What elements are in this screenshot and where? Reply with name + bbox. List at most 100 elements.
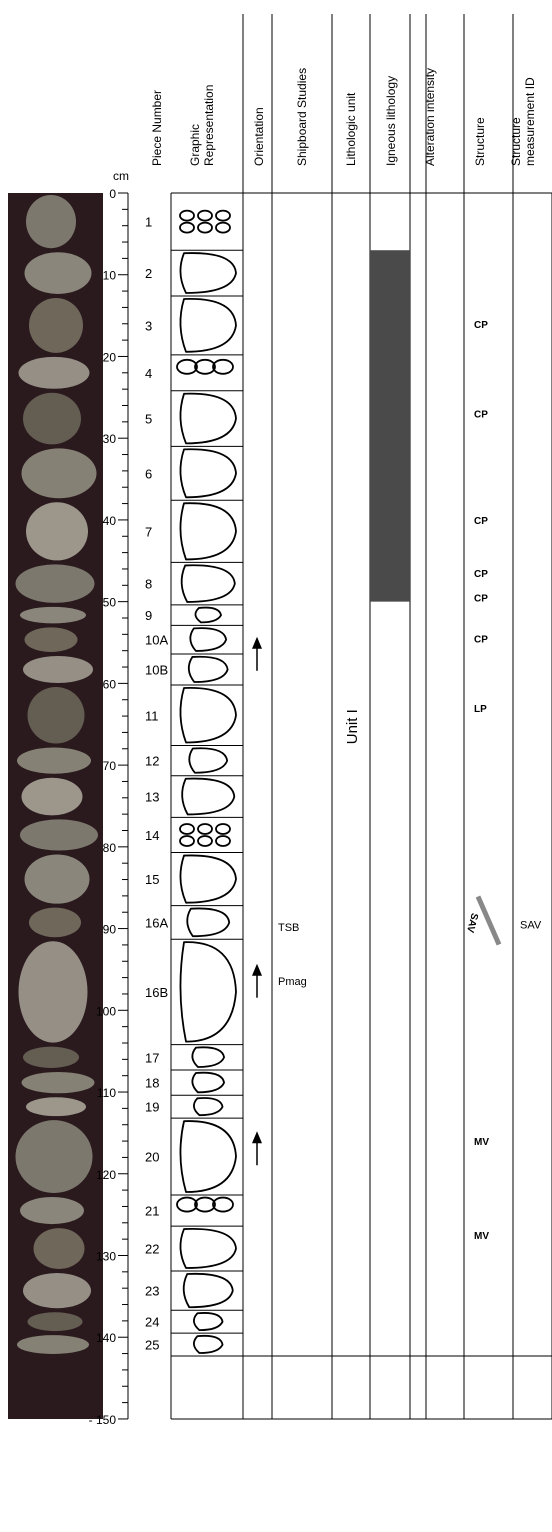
orientation-arrows [252,637,262,1165]
depth-unit-label: cm [113,169,129,183]
axis-tick-label: 110 [97,1086,116,1100]
structure-measurement-bar [478,896,499,944]
piece-label: 10B [145,662,168,677]
piece-label: 3 [145,318,152,333]
structure-label: CP [474,516,488,527]
axis-tick-label: 120 [96,1168,116,1182]
piece-outline [182,565,235,602]
piece-label: 8 [145,577,152,592]
piece-outline [180,253,236,293]
header-alteration: Alteration intensity [423,68,437,166]
piece-label: 20 [145,1150,159,1165]
header-piece-number: Piece Number [150,90,164,166]
piece-outline [180,688,236,743]
core-fragment [19,357,90,389]
orientation-arrow-head [252,1131,262,1143]
axis-tick-label: 80 [103,841,117,855]
header-shipboard: Shipboard Studies [295,68,309,166]
core-fragment [23,656,93,683]
core-fragment [26,502,88,560]
core-fragment [23,393,81,445]
core-fragment [23,1047,79,1068]
structure-label: CP [474,410,488,421]
core-fragment [28,1312,83,1331]
header-lithologic-unit: Lithologic unit [344,92,358,166]
piece-outline [177,360,197,374]
core-fragment [22,778,83,816]
piece-outline [190,628,226,651]
core-fragment [29,298,83,353]
piece-outline [195,608,221,623]
piece-label: 2 [145,266,152,281]
piece-label: 12 [145,754,159,769]
piece-outline [198,211,212,221]
core-fragment [17,747,91,773]
axis-tick-label: 100 [96,1004,116,1018]
piece-label: 22 [145,1242,159,1257]
structure-label: CP [474,569,488,580]
axis-tick-label: 60 [103,677,117,691]
piece-outline [195,360,215,374]
piece-outline [192,1047,224,1067]
piece-outline [180,223,194,233]
piece-outline [189,657,228,682]
header-igneous-lithology: Igneous lithology [384,76,398,166]
axis-tick-label: 10 [103,269,117,283]
shipboard-studies: TSB Pmag [278,922,307,988]
piece-label: 11 [145,708,159,723]
core-fragment [16,564,95,602]
core-fragment [25,627,78,652]
shipboard-study-label: TSB [278,922,299,934]
piece-outline [184,1274,233,1307]
shipboard-study-label: Pmag [278,976,307,988]
piece-label: 19 [145,1100,159,1115]
structure-label: LP [474,704,487,715]
piece-outline [216,836,230,846]
igneous-lithology-bar [370,250,410,601]
header-structure-id-line2: measurement ID [523,77,537,166]
piece-label: 16A [145,915,168,930]
core-fragment [20,819,98,850]
piece-outline [182,779,234,815]
piece-label: 7 [145,524,152,539]
axis-tick-label: 140 [96,1331,116,1345]
core-fragment [19,941,88,1042]
core-fragment [20,1197,84,1224]
piece-label: 1 [145,215,152,230]
piece-outline [180,299,236,352]
piece-outline [194,1098,223,1115]
piece-outline [180,836,194,846]
structure-label: MV [474,1137,489,1148]
core-fragment [25,855,90,904]
core-fragment [29,908,81,938]
piece-outline [198,223,212,233]
piece-label: 17 [145,1050,159,1065]
axis-tick-label: 20 [103,350,117,364]
graphic-representation [177,211,236,1353]
piece-outline [195,1198,215,1212]
piece-outline [216,223,230,233]
piece-outline [180,211,194,221]
piece-label: 24 [145,1315,159,1330]
piece-outline [180,1229,236,1268]
piece-label: 5 [145,412,152,427]
structure-label: CP [474,320,488,331]
structures: CPCPCPCPCPCPLPMVMV [474,320,489,1242]
piece-outline [198,836,212,846]
axis-tick-label: 90 [103,923,117,937]
piece-label: 9 [145,608,152,623]
header-orientation: Orientation [252,107,266,166]
piece-label: 14 [145,828,159,843]
core-fragment [22,1072,95,1093]
core-fragment [26,195,76,248]
core-fragment [23,1273,91,1308]
piece-outline [192,1073,224,1093]
piece-label: 21 [145,1204,159,1219]
piece-outline [216,211,230,221]
axis-tick-label: 50 [103,596,117,610]
structure-measurement-id: SAV [520,919,542,931]
piece-outline [198,824,212,834]
orientation-arrow-head [252,637,262,649]
piece-outline [180,942,236,1042]
piece-outline [177,1198,197,1212]
